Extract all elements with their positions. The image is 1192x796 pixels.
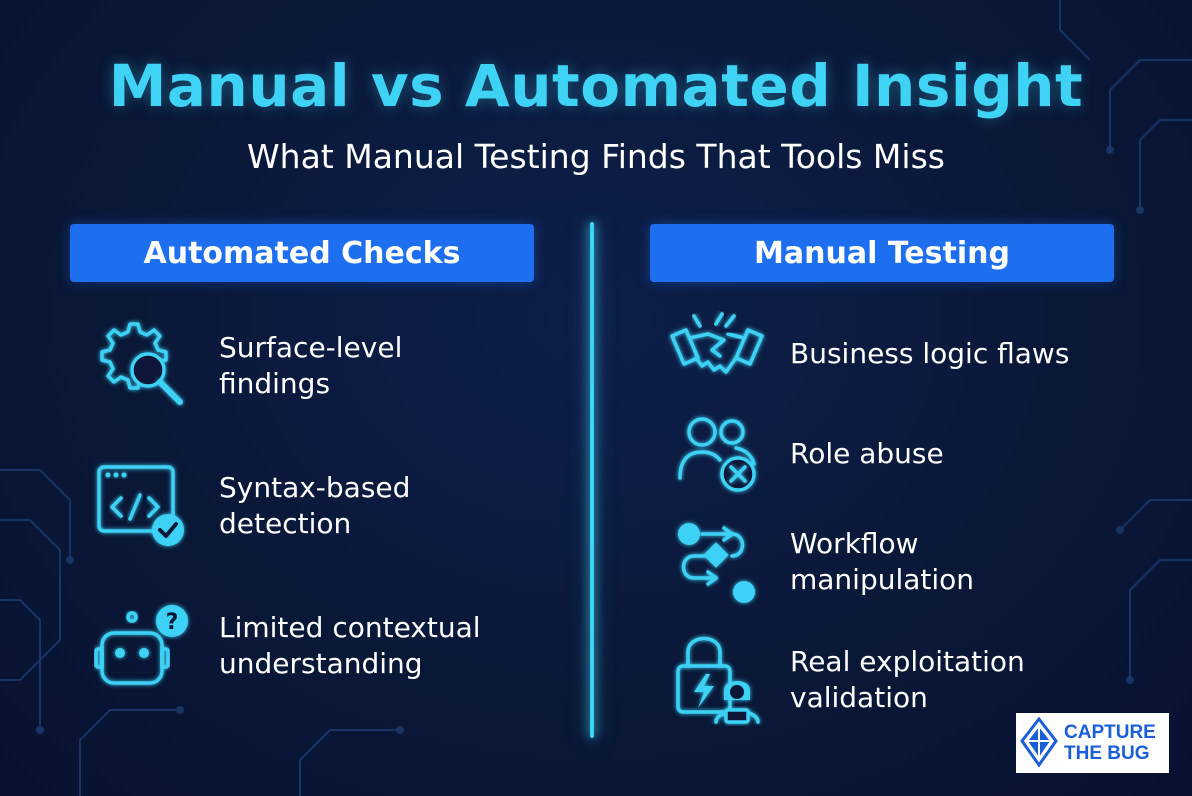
- list-item: Role abuse: [790, 437, 944, 470]
- users-denied-icon: [676, 414, 760, 494]
- workflow-icon: [676, 520, 762, 606]
- manual-testing-header: Manual Testing: [650, 224, 1114, 282]
- bug-diamond-icon: [1020, 717, 1058, 768]
- svg-text:?: ?: [166, 610, 179, 635]
- lock-hacker-icon: [674, 630, 764, 726]
- list-item: Real exploitation validation: [790, 645, 1025, 714]
- page-subtitle: What Manual Testing Finds That Tools Mis…: [247, 137, 945, 176]
- robot-question-icon: ?: [94, 603, 192, 689]
- column-divider: [590, 222, 594, 738]
- code-window-check-icon: [96, 464, 188, 550]
- handshake-icon: [668, 308, 766, 388]
- list-item: Syntax-based detection: [219, 471, 411, 540]
- automated-checks-header: Automated Checks: [70, 224, 534, 282]
- list-item: Business logic flaws: [790, 337, 1070, 370]
- list-item: Workflow manipulation: [790, 527, 975, 596]
- page-title: Manual vs Automated Insight: [108, 52, 1084, 120]
- gear-magnifier-icon: [98, 318, 188, 408]
- capture-the-bug-logo: CAPTURE THE BUG: [1016, 713, 1169, 773]
- list-item: Surface-level findings: [219, 331, 403, 400]
- list-item: Limited contextual understanding: [219, 611, 481, 680]
